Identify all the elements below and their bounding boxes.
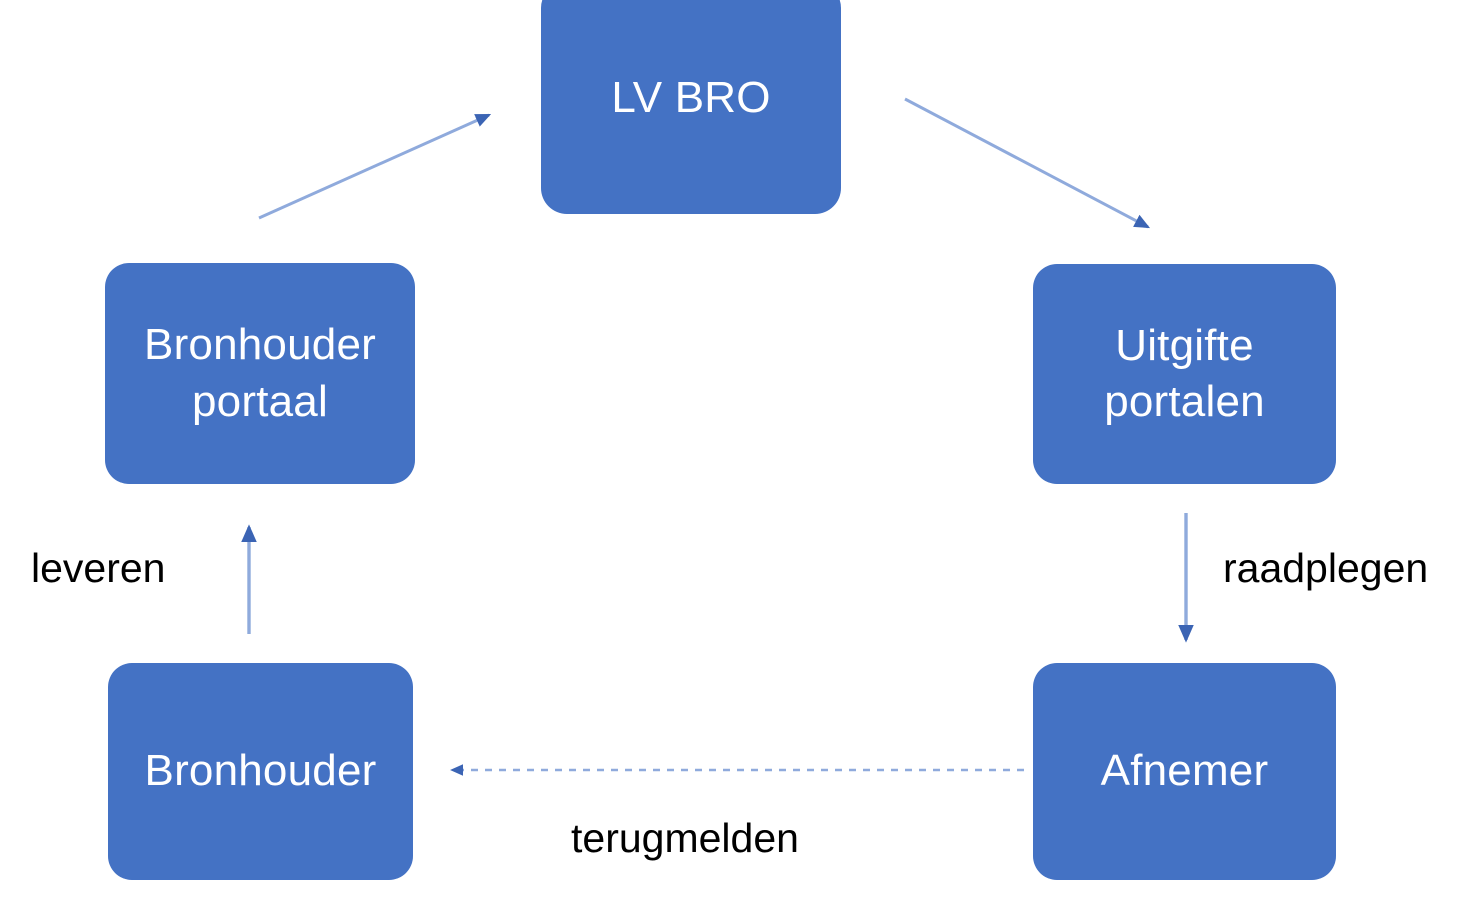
edge-label-raadplegen: raadplegen xyxy=(1223,545,1429,591)
edge-label-leveren: leveren xyxy=(31,545,166,591)
node-bronhouder-portaal[interactable]: Bronhouder portaal xyxy=(105,263,415,484)
node-lv-bro[interactable]: LV BRO xyxy=(541,0,841,214)
node-bronhouder[interactable]: Bronhouder xyxy=(108,663,413,880)
edge-lv-bro-to-uitgifte-portalen xyxy=(904,97,1151,229)
edge-label-terugmelden: terugmelden xyxy=(571,815,799,861)
node-afnemer[interactable]: Afnemer xyxy=(1033,663,1336,880)
edge-bronhouder-portaal-to-lv-bro xyxy=(258,113,492,220)
node-uitgifte-portalen[interactable]: Uitgifte portalen xyxy=(1033,264,1336,484)
